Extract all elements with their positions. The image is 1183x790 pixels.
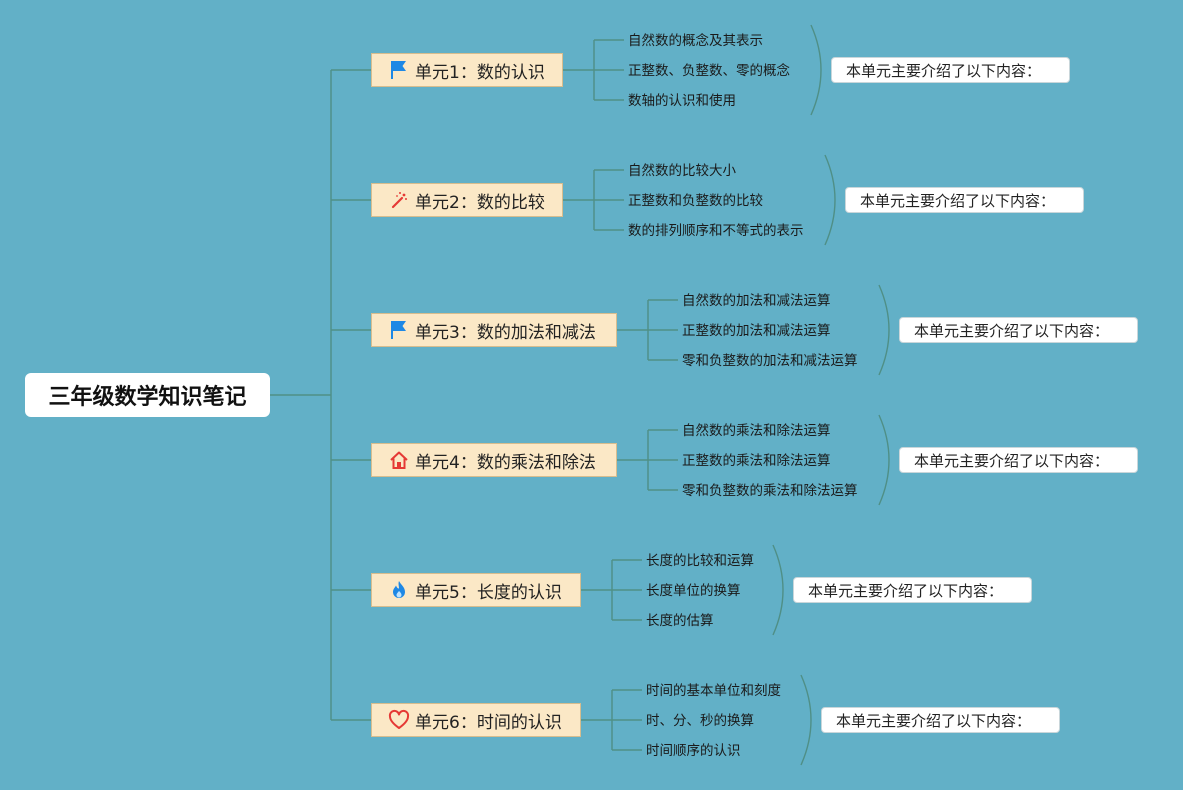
- unit-node-1[interactable]: 单元1：数的认识: [371, 53, 563, 87]
- summary-brace: [810, 24, 822, 116]
- topic-item[interactable]: 自然数的乘法和除法运算: [682, 423, 831, 439]
- flag-icon: [388, 319, 410, 341]
- home-icon: [388, 449, 410, 471]
- root-title: 三年级数学知识笔记: [48, 385, 247, 410]
- topic-item[interactable]: 时间顺序的认识: [646, 743, 741, 759]
- summary-brace: [800, 674, 812, 766]
- summary-brace: [824, 154, 836, 246]
- flag-icon: [388, 59, 410, 81]
- summary-node[interactable]: 本单元主要介绍了以下内容：: [845, 187, 1084, 213]
- topic-item[interactable]: 正整数的加法和减法运算: [682, 323, 831, 339]
- topic-item[interactable]: 自然数的概念及其表示: [628, 33, 763, 49]
- unit-node-5[interactable]: 单元5：长度的认识: [371, 573, 581, 607]
- unit-node-6[interactable]: 单元6：时间的认识: [371, 703, 581, 737]
- summary-node[interactable]: 本单元主要介绍了以下内容：: [793, 577, 1032, 603]
- topic-item[interactable]: 长度的估算: [646, 613, 714, 629]
- heart-icon: [388, 709, 410, 731]
- topic-item[interactable]: 长度单位的换算: [646, 583, 741, 599]
- unit-label: 单元1：数的认识: [415, 62, 545, 83]
- topic-item[interactable]: 正整数和负整数的比较: [628, 193, 763, 209]
- summary-node[interactable]: 本单元主要介绍了以下内容：: [899, 317, 1138, 343]
- summary-node[interactable]: 本单元主要介绍了以下内容：: [831, 57, 1070, 83]
- topic-item[interactable]: 自然数的加法和减法运算: [682, 293, 831, 309]
- topic-item[interactable]: 零和负整数的乘法和除法运算: [682, 483, 858, 499]
- summary-brace: [772, 544, 784, 636]
- topic-item[interactable]: 自然数的比较大小: [628, 163, 736, 179]
- topic-item[interactable]: 零和负整数的加法和减法运算: [682, 353, 858, 369]
- topic-item[interactable]: 数的排列顺序和不等式的表示: [628, 223, 804, 239]
- summary-node[interactable]: 本单元主要介绍了以下内容：: [821, 707, 1060, 733]
- summary-brace: [878, 414, 890, 506]
- summary-brace: [878, 284, 890, 376]
- topic-item[interactable]: 正整数、负整数、零的概念: [628, 63, 790, 79]
- topic-item[interactable]: 长度的比较和运算: [646, 553, 754, 569]
- unit-node-3[interactable]: 单元3：数的加法和减法: [371, 313, 617, 347]
- unit-node-2[interactable]: 单元2：数的比较: [371, 183, 563, 217]
- topic-item[interactable]: 数轴的认识和使用: [628, 93, 736, 109]
- magic-wand-icon: [388, 189, 410, 211]
- topic-item[interactable]: 时间的基本单位和刻度: [646, 683, 781, 699]
- root-node[interactable]: 三年级数学知识笔记: [25, 373, 270, 417]
- unit-label: 单元2：数的比较: [415, 192, 545, 213]
- unit-label: 单元5：长度的认识: [415, 582, 562, 603]
- topic-item[interactable]: 时、分、秒的换算: [646, 713, 754, 729]
- unit-node-4[interactable]: 单元4：数的乘法和除法: [371, 443, 617, 477]
- unit-label: 单元4：数的乘法和除法: [415, 452, 596, 473]
- topic-item[interactable]: 正整数的乘法和除法运算: [682, 453, 831, 469]
- summary-node[interactable]: 本单元主要介绍了以下内容：: [899, 447, 1138, 473]
- unit-label: 单元6：时间的认识: [415, 712, 562, 733]
- flame-icon: [388, 579, 410, 601]
- unit-label: 单元3：数的加法和减法: [415, 322, 596, 343]
